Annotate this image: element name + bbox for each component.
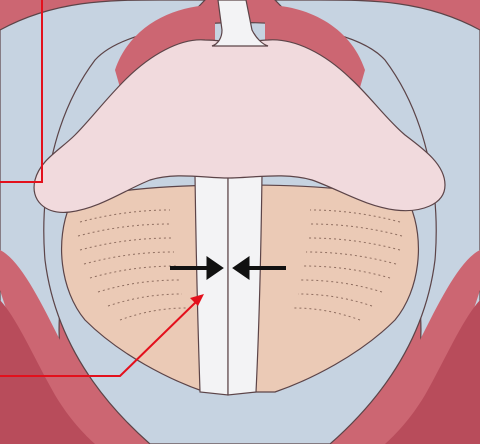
right-vocal-cord bbox=[228, 175, 262, 395]
left-vocal-cord bbox=[195, 175, 228, 395]
